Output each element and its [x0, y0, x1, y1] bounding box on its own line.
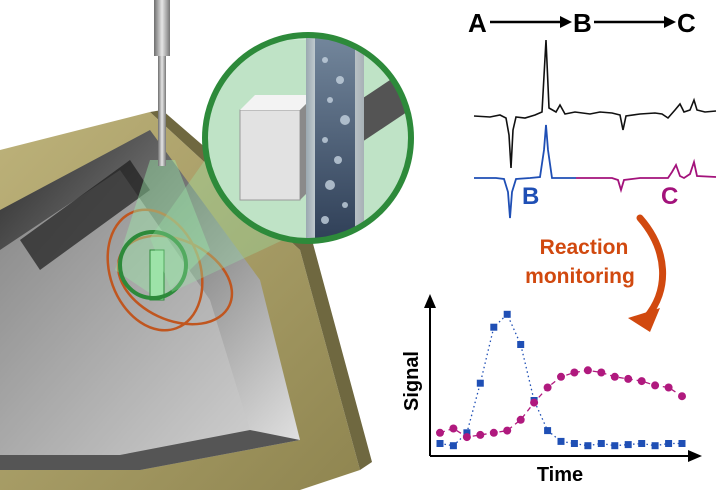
series-c-point [651, 381, 660, 390]
monitoring-arrow [628, 214, 667, 332]
series-b-point [557, 437, 565, 445]
sample-rod [154, 0, 170, 56]
series-b-point [651, 442, 659, 450]
series-c-point [449, 424, 458, 433]
series-b-point [678, 440, 686, 447]
series-c-point [516, 415, 525, 424]
series-b-point [584, 442, 592, 450]
compound-a-label: A [468, 8, 487, 38]
focus-circle [118, 230, 188, 300]
series-c-point [476, 430, 485, 439]
spectrum-c-label: C [661, 183, 678, 210]
series-c-point [436, 428, 444, 437]
series-c-point [503, 426, 512, 435]
series-c-point [664, 383, 673, 392]
spectrum-c-trace [576, 158, 717, 194]
series-b-point [463, 429, 471, 437]
series-c-point [637, 377, 646, 386]
sample-tube [149, 249, 165, 301]
series-c-point [597, 368, 606, 377]
reaction-scheme: A B C [468, 8, 696, 38]
series-b-point [624, 441, 632, 449]
series-c-point [543, 383, 552, 392]
x-axis-arrow [688, 450, 702, 462]
compound-c-label: C [677, 8, 696, 38]
series-layer [436, 310, 686, 450]
series-c-point [489, 428, 498, 437]
series-b-point [597, 440, 605, 447]
zoom-cone [150, 150, 300, 292]
series-b-point [436, 440, 444, 447]
y-axis-arrow [424, 294, 436, 308]
series-c-point [583, 366, 592, 375]
zoom-view [202, 32, 414, 244]
series-b-point [449, 442, 457, 450]
series-b-point [570, 440, 578, 447]
series-b-point [544, 427, 552, 435]
y-axis-label: Signal [401, 351, 423, 411]
capillary [158, 56, 166, 166]
monitoring-label-line1: Reaction [540, 236, 629, 259]
series-c-point [570, 368, 579, 377]
reaction-arrow-2 [664, 16, 676, 28]
spectrometer-illustration [0, 110, 372, 490]
spectrum-mixture-trace [473, 39, 717, 169]
series-c-point [678, 392, 686, 401]
compound-b-label: B [573, 8, 592, 38]
series-b-point [638, 440, 646, 447]
series-c-point [557, 372, 565, 381]
series-b-point [517, 341, 525, 348]
x-axis-label: Time [537, 464, 583, 486]
series-c-point [610, 372, 619, 381]
spectrum-b-trace [474, 124, 576, 219]
reaction-arrow-1 [560, 16, 572, 28]
series-c-point [530, 398, 539, 407]
monitoring-label-line2: monitoring [525, 265, 635, 288]
series-b-point [665, 440, 673, 447]
series-c-point [624, 374, 633, 383]
series-b-point [490, 323, 498, 331]
kinetics-plot: Signal Time [401, 294, 702, 486]
series-c-point [462, 433, 471, 442]
series-b-point [503, 310, 511, 318]
series-b-point [611, 442, 619, 450]
spectrum-b-label: B [522, 183, 539, 210]
series-b-point [476, 379, 484, 387]
